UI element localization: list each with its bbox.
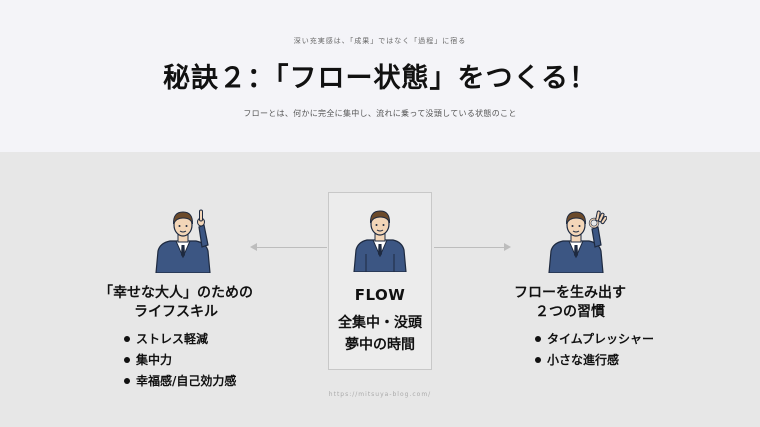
arrow-left-icon (250, 243, 257, 251)
arrow-right-icon (504, 243, 511, 251)
left-list-item: 集中力 (124, 351, 172, 368)
right-heading-line-2: ２つの習慣 (535, 304, 605, 320)
left-list-item: ストレス軽減 (124, 330, 208, 347)
flow-line-1: 全集中・没頭 (338, 315, 422, 331)
left-heading-line-2: ライフスキル (134, 304, 218, 320)
businessman-standing-icon (353, 210, 407, 272)
right-heading-line-1: フローを生み出す (514, 285, 626, 301)
right-list-item: タイムプレッシャー (535, 330, 654, 347)
source-url: https://mitsuya-blog.com/ (328, 391, 432, 398)
left-list-item: 幸福感/自己効力感 (124, 372, 236, 389)
flow-label: FLOW (354, 286, 406, 304)
businessman-pointing-up-icon (155, 209, 211, 273)
kicker-text: 深い充実感は、「成果」ではなく「過程」に宿る (293, 37, 467, 45)
right-heading: フローを生み出す ２つの習慣 (495, 284, 645, 322)
arrow-left-line (257, 247, 327, 248)
page-subtitle: フローとは、何かに完全に集中し、流れに乗って没頭している状態のこと (243, 109, 517, 118)
page-title: 秘訣２：「フロー状態」をつくる！ (163, 63, 597, 94)
header-section (0, 0, 760, 152)
businessman-ok-sign-icon (548, 210, 607, 273)
right-list-item: 小さな進行感 (535, 351, 619, 368)
left-heading-line-1: 「幸せな大人」のための (99, 285, 253, 301)
arrow-right-line (434, 247, 504, 248)
left-heading: 「幸せな大人」のための ライフスキル (86, 284, 266, 322)
flow-line-2: 夢中の時間 (345, 337, 415, 353)
